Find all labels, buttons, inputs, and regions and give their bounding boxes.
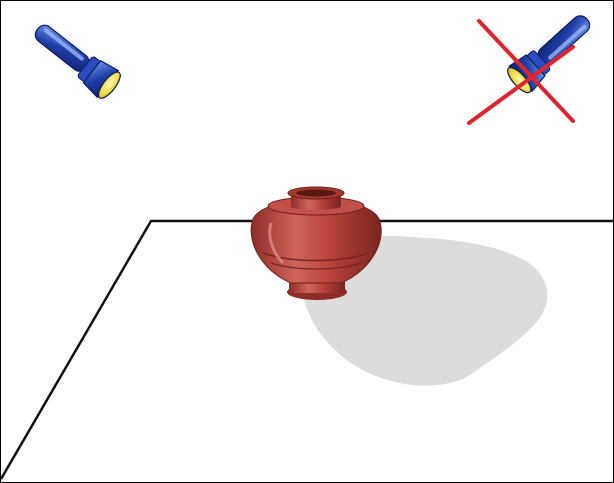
flashlight-on-icon (27, 16, 124, 103)
flashlight-crossed-out-icon (469, 7, 598, 123)
